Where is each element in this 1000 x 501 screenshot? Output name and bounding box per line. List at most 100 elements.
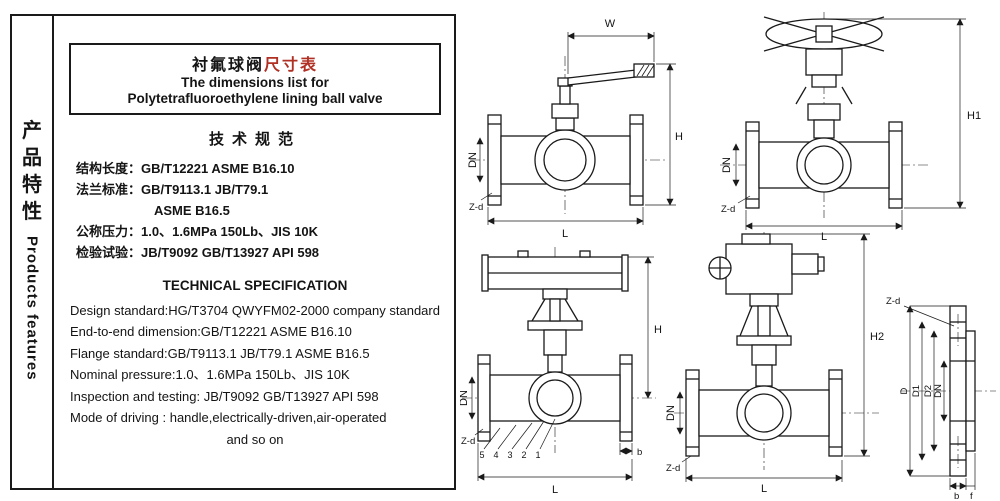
dim-label-l: L <box>562 228 568 240</box>
dim-label-b: b <box>637 447 642 458</box>
sidebar-en-label: Products features <box>23 236 41 381</box>
part-number: 1 <box>535 450 540 460</box>
gearbox <box>795 48 853 139</box>
flange-detail: D D1 D2 DN Z-d b f <box>886 296 996 500</box>
cn-spec-value: JB/T9092 GB/T13927 API 598 <box>141 244 320 260</box>
dim-label-dn: DN <box>665 405 677 421</box>
leader-zd <box>474 428 484 436</box>
cn-spec-line: 公称压力：1.0、1.6MPa 150Lb、JIS 10K <box>66 221 444 242</box>
dim-label-h2: H2 <box>870 331 884 343</box>
en-spec-line: and so on <box>226 431 284 447</box>
en-spec-heading: TECHNICAL SPECIFICATION <box>162 277 348 293</box>
part-number: 5 <box>479 450 484 460</box>
leader-zd <box>480 192 493 201</box>
sidebar-products-features: 产 品 特 性 Products features <box>12 16 54 488</box>
dim-label-b: b <box>954 491 959 500</box>
spec-content: 衬氟球阀尺寸表 The dimensions list for Polytetr… <box>54 16 454 488</box>
drawing-electric-valve: H2 DN Z-d L <box>665 232 996 500</box>
cn-spec-value: GB/T9113.1 JB/T79.1 <box>141 181 269 197</box>
dim-l <box>487 207 644 225</box>
dim-label-d: D <box>899 387 910 394</box>
dim-label-l: L <box>552 484 558 496</box>
dim-label-zd: Z-d <box>721 204 735 215</box>
dim-l <box>745 210 903 230</box>
cn-spec-label: 公称压力： <box>76 223 142 239</box>
dim-b-f <box>949 453 976 490</box>
drawing-lever-valve: W H DN L Z-d <box>468 18 683 240</box>
dim-label-zd: Z-d <box>469 202 483 213</box>
en-spec-line: Flange standard:GB/T9113.1 JB/T79.1 ASME… <box>70 345 370 361</box>
dim-h <box>628 256 654 399</box>
title-cn-red: 尺寸表 <box>264 57 319 74</box>
dim-label-h1: H1 <box>967 110 981 122</box>
cn-spec-value: ASME B16.5 <box>154 202 230 218</box>
drawing-pneumatic-valve: H DN Z-d 5 4 3 2 1 b L <box>460 247 662 496</box>
sidebar-cn-char: 性 <box>22 201 42 223</box>
cn-spec-line: 法兰标准：GB/T9113.1 JB/T79.1 <box>66 179 444 200</box>
dim-label-dn: DN <box>933 384 944 398</box>
title-cn: 衬氟球阀尺寸表 <box>75 51 435 75</box>
en-spec-line: Design standard:HG/T3704 QWYFM02-2000 co… <box>70 302 440 318</box>
dim-label-l: L <box>761 483 767 495</box>
dim-label-d2: D2 <box>923 385 934 397</box>
cn-spec-line: 检验试验：JB/T9092 GB/T13927 API 598 <box>66 242 444 263</box>
leader-zd <box>681 455 692 463</box>
spec-panel: 产 品 特 性 Products features 衬氟球阀尺寸表 The di… <box>10 14 456 490</box>
flange-dims <box>906 305 952 477</box>
dim-h2 <box>770 233 870 457</box>
lever-handle <box>557 63 655 87</box>
dim-h <box>645 63 676 206</box>
dim-label-dn: DN <box>468 152 479 168</box>
cn-spec-label: 结构长度： <box>76 160 142 176</box>
dim-w <box>567 32 655 74</box>
dim-label-f: f <box>970 491 973 500</box>
dim-label-d1: D1 <box>911 385 922 397</box>
title-en-line2: Polytetrafluoroethylene lining ball valv… <box>127 91 383 107</box>
cn-spec-line: 结构长度：GB/T12221 ASME B16.10 <box>66 158 444 179</box>
dim-l <box>685 458 843 482</box>
sidebar-cn-char: 特 <box>22 174 42 196</box>
valve-body <box>477 354 633 442</box>
dim-label-dn: DN <box>460 390 470 406</box>
part-leaders <box>483 418 556 450</box>
sidebar-cn-char: 产 <box>22 120 42 142</box>
drawing-handwheel-valve: H1 DN Z-d L <box>720 12 981 242</box>
sidebar-cn-char: 品 <box>22 147 42 169</box>
electric-actuator <box>708 233 825 387</box>
dim-h1 <box>828 18 966 209</box>
leader-zd <box>903 305 955 327</box>
title-cn-black: 衬氟球阀 <box>191 57 264 74</box>
part-number: 2 <box>521 450 526 460</box>
handwheel <box>763 16 885 52</box>
en-spec-line: Nominal pressure:1.0、1.6MPa 150Lb、JIS 10… <box>70 367 350 383</box>
cn-spec-label: 法兰标准： <box>76 181 142 197</box>
valve-body <box>685 369 843 457</box>
en-spec-line: End-to-end dimension:GB/T12221 ASME B16.… <box>70 324 352 340</box>
dim-b <box>619 443 633 455</box>
cn-spec-value: 1.0、1.6MPa 150Lb、JIS 10K <box>141 223 319 239</box>
dim-label-h: H <box>654 324 662 336</box>
valve-body <box>745 121 903 209</box>
pneumatic-actuator <box>481 250 629 300</box>
dim-label-dn: DN <box>721 157 733 173</box>
en-spec-line: Inspection and testing: JB/T9092 GB/T139… <box>70 388 379 404</box>
yoke <box>527 298 583 373</box>
dim-label-h: H <box>675 131 683 143</box>
cn-spec-line: ASME B16.5 <box>66 200 444 221</box>
title-box: 衬氟球阀尺寸表 The dimensions list for Polytetr… <box>69 43 441 115</box>
dim-label-l: L <box>821 231 827 242</box>
cn-spec-value: GB/T12221 ASME B16.10 <box>141 160 295 176</box>
dim-label-zd: Z-d <box>886 296 900 307</box>
title-en-line1: The dimensions list for <box>181 75 329 90</box>
leader-zd <box>737 195 751 204</box>
en-spec-line: Mode of driving : handle,electrically-dr… <box>70 410 387 426</box>
dim-label-zd: Z-d <box>666 463 680 474</box>
dim-l <box>477 443 633 481</box>
part-number: 4 <box>493 450 498 460</box>
dim-label-zd: Z-d <box>461 436 475 447</box>
dim-label-w: W <box>605 18 616 30</box>
valve-body <box>487 85 644 206</box>
part-number: 3 <box>507 450 512 460</box>
cn-spec-label: 检验试验： <box>76 244 142 260</box>
